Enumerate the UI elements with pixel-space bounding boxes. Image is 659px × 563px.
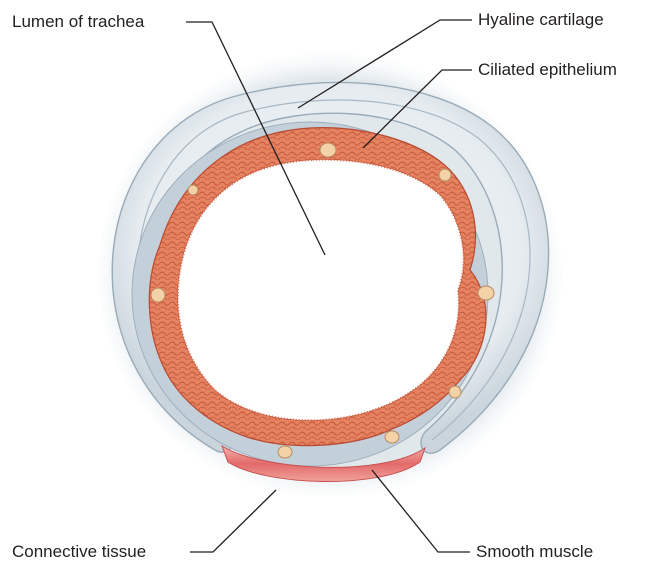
gland [385, 431, 399, 443]
label-hyaline-cartilage: Hyaline cartilage [478, 10, 604, 30]
gland [188, 185, 198, 195]
leader-connective [190, 490, 276, 552]
label-connective-tissue: Connective tissue [12, 542, 146, 562]
gland [439, 169, 451, 181]
cilia-fringe [178, 160, 464, 420]
gland [449, 386, 461, 398]
label-lumen-of-trachea: Lumen of trachea [12, 12, 144, 32]
gland [278, 446, 292, 458]
gland [478, 286, 494, 300]
gland [151, 288, 165, 302]
label-ciliated-epithelium: Ciliated epithelium [478, 60, 617, 80]
label-smooth-muscle: Smooth muscle [476, 542, 593, 562]
gland [320, 143, 336, 157]
